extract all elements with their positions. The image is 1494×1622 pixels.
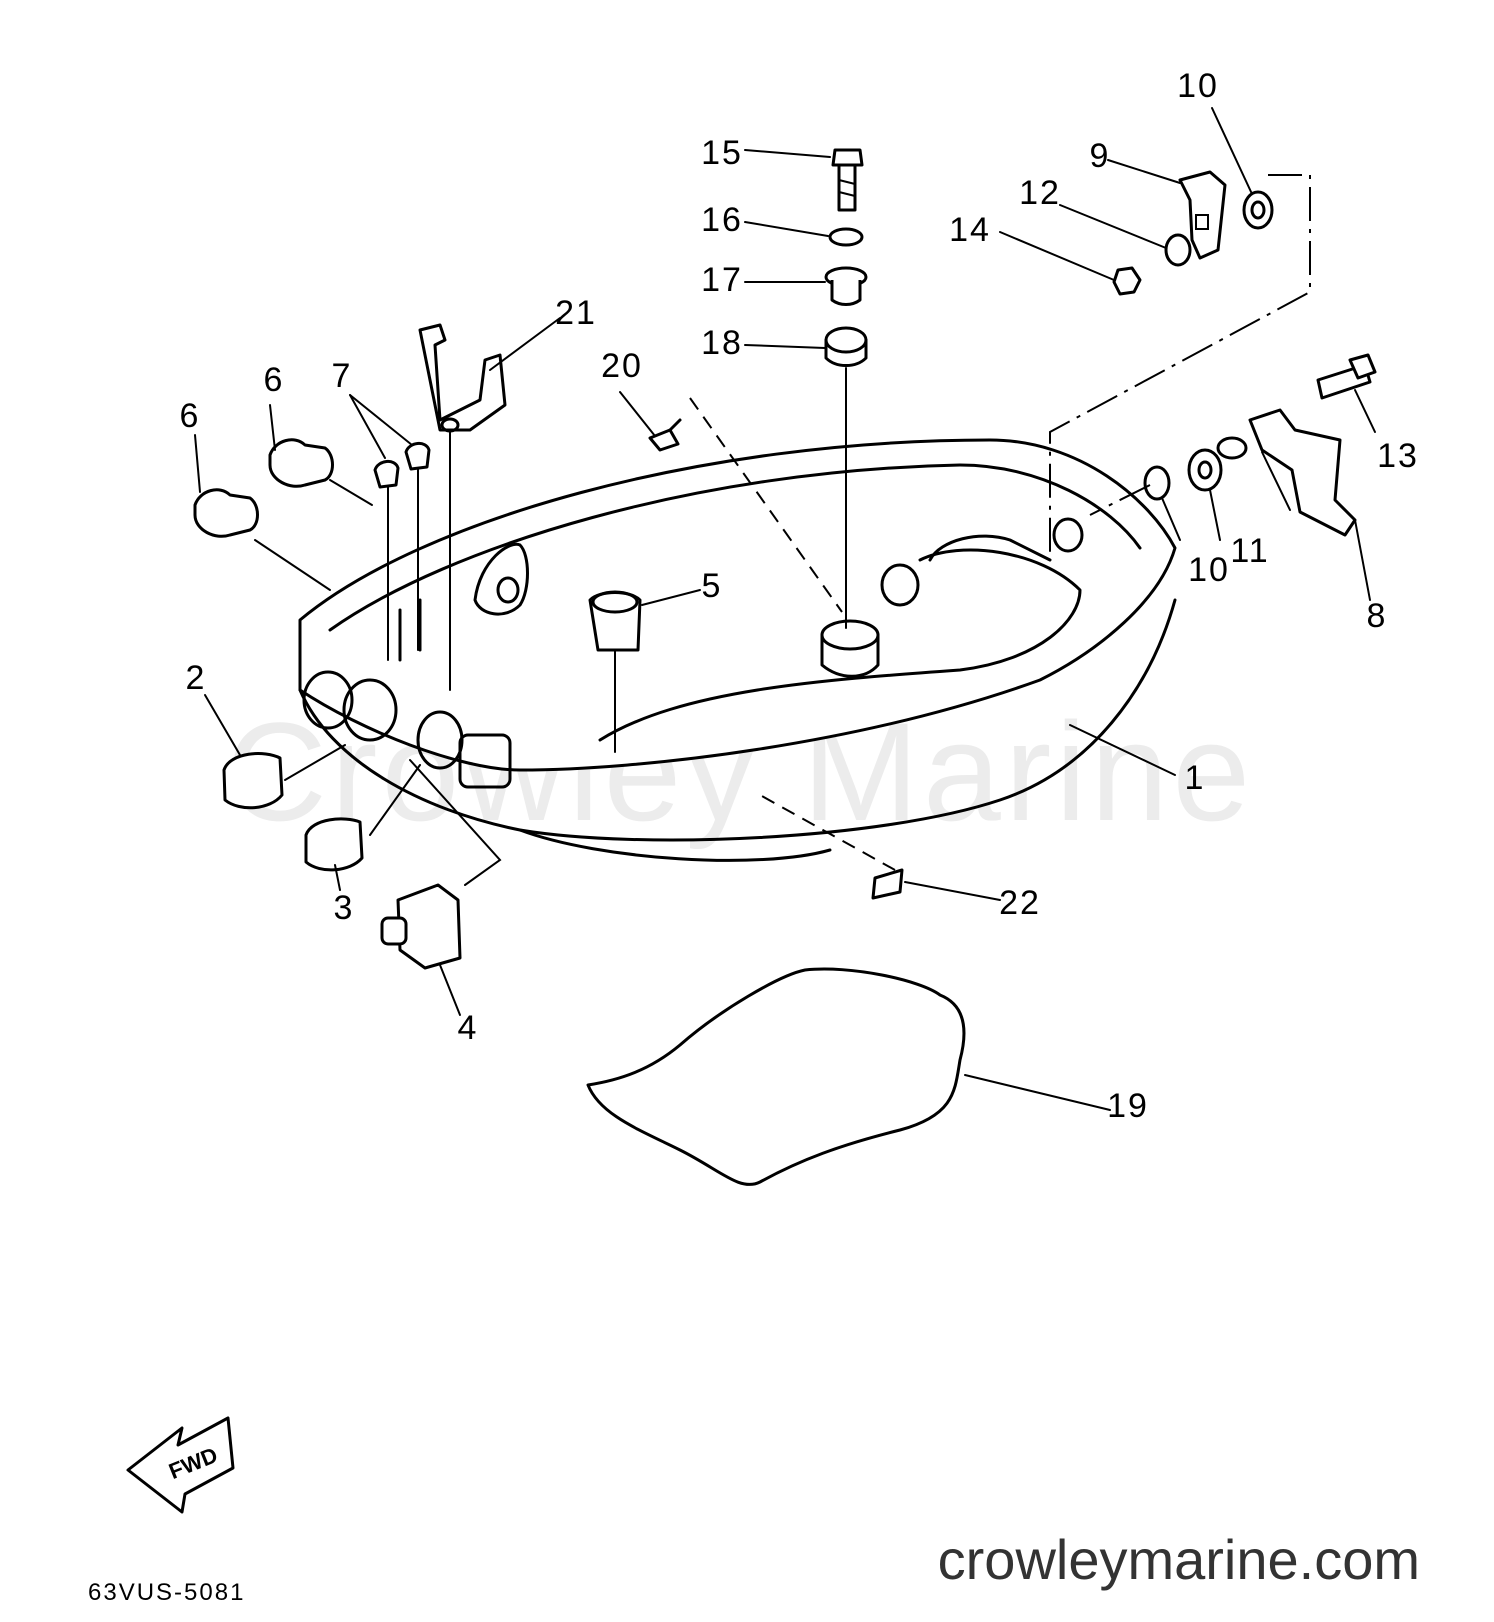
site-url-link[interactable]: crowleymarine.com — [937, 1528, 1420, 1591]
parts-drawings — [193, 148, 1377, 1186]
callout-10a: 10 — [1177, 67, 1219, 105]
callout-12: 12 — [1019, 174, 1061, 212]
callout-6b: 6 — [264, 361, 285, 399]
fwd-arrow-icon: FWD — [126, 1416, 235, 1514]
callout-7: 7 — [332, 357, 353, 395]
diagram-code: 63VUS-5081 — [88, 1579, 246, 1606]
callout-19: 19 — [1107, 1087, 1149, 1125]
callout-18: 18 — [701, 324, 743, 362]
leader-lines — [194, 107, 1376, 1111]
callout-14: 14 — [949, 211, 991, 249]
callout-17: 17 — [701, 261, 743, 299]
callout-1: 1 — [1185, 759, 1206, 797]
callout-10b: 10 — [1188, 551, 1230, 589]
callout-13: 13 — [1377, 437, 1419, 475]
callout-15: 15 — [701, 134, 743, 172]
callout-20: 20 — [601, 347, 643, 385]
callout-4: 4 — [458, 1009, 479, 1047]
callout-5: 5 — [702, 567, 723, 605]
bottom-cowling-drawing — [298, 438, 1177, 862]
callout-2: 2 — [186, 659, 207, 697]
callout-9: 9 — [1090, 137, 1111, 175]
callout-3: 3 — [334, 889, 355, 927]
callout-22: 22 — [999, 884, 1041, 922]
callout-16: 16 — [701, 201, 743, 239]
callout-21: 21 — [555, 294, 597, 332]
callout-6a: 6 — [180, 397, 201, 435]
callout-8: 8 — [1367, 597, 1388, 635]
callout-11: 11 — [1230, 532, 1269, 570]
